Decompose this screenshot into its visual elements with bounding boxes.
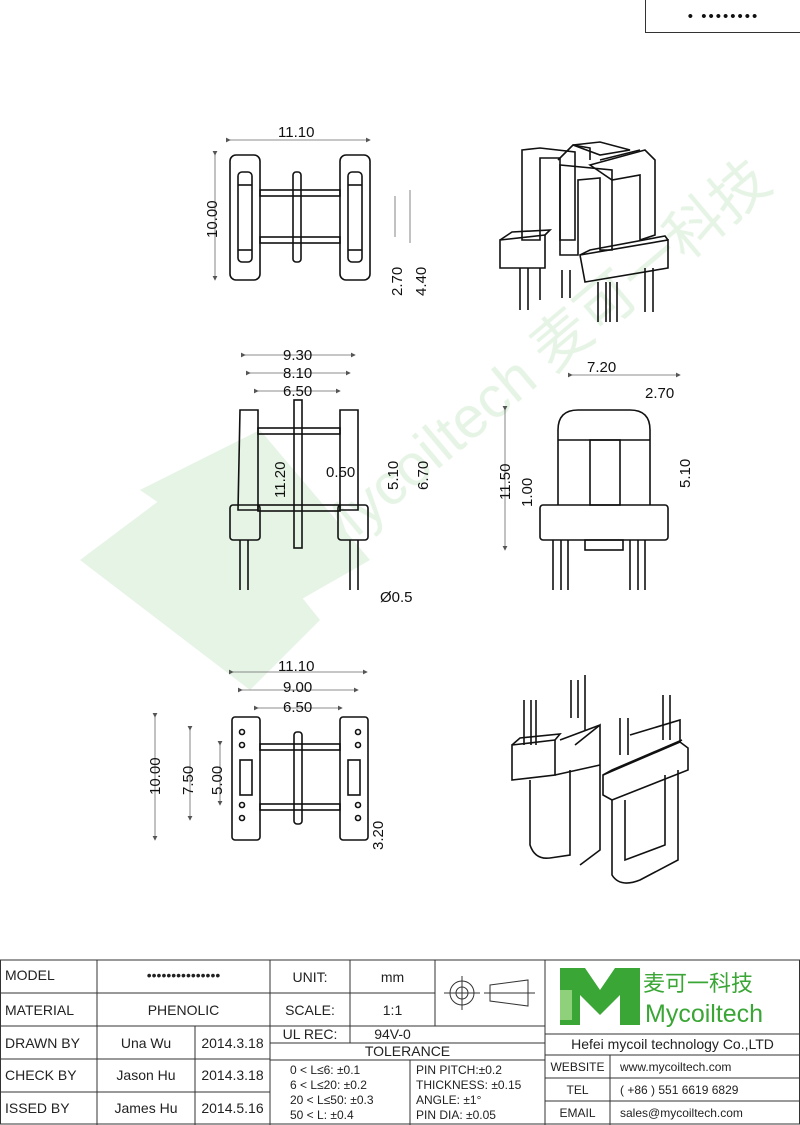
- tolerance-right-1: THICKNESS: ±0.15: [416, 1078, 522, 1092]
- dim-side-h: 5.10: [677, 459, 694, 488]
- ul-label: UL REC:: [282, 1026, 338, 1042]
- dim-front-h1: 5.10: [385, 461, 402, 490]
- dim-side-flange: 2.70: [645, 385, 674, 402]
- row-issued-date: 2014.5.16: [201, 1100, 264, 1116]
- tolerance-left-3: 50 < L: ±0.4: [290, 1108, 354, 1122]
- dim-bottom-h3: 5.00: [209, 766, 226, 795]
- bottom-view: [231, 716, 369, 841]
- front-view: [229, 399, 369, 590]
- title-block-grid: [0, 959, 800, 1125]
- dim-front-h2: 6.70: [415, 461, 432, 490]
- row-drawn-label: DRAWN BY: [5, 1035, 80, 1051]
- unit-label: UNIT:: [292, 969, 328, 985]
- row-issued-label: ISSED BY: [5, 1100, 70, 1116]
- dim-bottom-h1: 10.00: [147, 757, 164, 795]
- tolerance-left-2: 20 < L≤50: ±0.3: [290, 1093, 374, 1107]
- row-drawn-date: 2014.3.18: [201, 1035, 264, 1051]
- email-label: EMAIL: [559, 1106, 596, 1120]
- dim-front-w2: 8.10: [283, 365, 312, 382]
- document-id-tag: • ••••••••: [645, 0, 800, 33]
- company-logo: [560, 968, 640, 1025]
- row-model-value: •••••••••••••••: [146, 967, 221, 983]
- website-label: WEBSITE: [550, 1060, 605, 1074]
- row-check-label: CHECK BY: [5, 1067, 77, 1083]
- row-material-label: MATERIAL: [5, 1002, 74, 1018]
- tolerance-left-0: 0 < L≤6: ±0.1: [290, 1063, 361, 1077]
- dim-top-height: 10.00: [204, 200, 221, 238]
- ul-value: 94V-0: [374, 1026, 411, 1042]
- dim-front-height: 11.20: [272, 462, 289, 498]
- dim-top-inner-a: 2.70: [389, 267, 406, 296]
- row-material-value: PHENOLIC: [147, 1002, 220, 1018]
- tel-label: TEL: [566, 1083, 589, 1097]
- dim-top-inner-b: 4.40: [413, 267, 430, 296]
- dim-front-w3: 6.50: [283, 383, 312, 400]
- company-full-name: Hefei mycoil technology Co.,LTD: [571, 1036, 774, 1052]
- dim-front-pin: Ø0.5: [380, 589, 413, 606]
- tolerance-left-1: 6 < L≤20: ±0.2: [290, 1078, 367, 1092]
- dim-top-width: 11.10: [278, 124, 314, 141]
- dimension-lines: [152, 137, 681, 841]
- side-view: [539, 409, 669, 590]
- unit-value: mm: [380, 969, 405, 985]
- email-value[interactable]: sales@mycoiltech.com: [620, 1106, 743, 1120]
- row-model-label: MODEL: [5, 967, 55, 983]
- website-value[interactable]: www.mycoiltech.com: [620, 1060, 732, 1074]
- dimension-labels: 11.10 10.00 2.70 4.40 9.30 8.10 6.50 11.…: [147, 124, 694, 850]
- dim-side-height: 11.50: [497, 464, 514, 500]
- tel-value: ( +86 ) 551 6619 6829: [620, 1083, 739, 1097]
- row-issued-value: James Hu: [114, 1100, 178, 1116]
- dim-bottom-w2: 9.00: [283, 679, 312, 696]
- iso-view-bottom: [511, 675, 689, 884]
- tolerance-right-2: ANGLE: ±1°: [416, 1093, 482, 1107]
- scale-label: SCALE:: [285, 1002, 335, 1018]
- dim-side-width: 7.20: [587, 359, 616, 376]
- dim-bottom-h4: 3.20: [370, 821, 387, 850]
- row-drawn-value: Una Wu: [120, 1035, 172, 1051]
- dim-bottom-w3: 6.50: [283, 699, 312, 716]
- row-check-value: Jason Hu: [116, 1067, 176, 1083]
- watermark: Mycoiltech 麦可一科技: [80, 147, 783, 690]
- dim-bottom-h2: 7.50: [180, 766, 197, 795]
- tolerance-right-3: PIN DIA: ±0.05: [416, 1108, 496, 1122]
- top-view: [229, 154, 371, 281]
- dim-front-gap: 0.50: [326, 464, 355, 481]
- dim-side-base: 1.00: [519, 478, 536, 507]
- row-check-date: 2014.3.18: [201, 1067, 264, 1083]
- dim-front-w1: 9.30: [283, 347, 312, 364]
- tolerance-title: TOLERANCE: [364, 1043, 451, 1059]
- scale-value: 1:1: [382, 1002, 403, 1018]
- company-name-cn: 麦可一科技: [643, 971, 754, 996]
- dim-bottom-w1: 11.10: [278, 658, 314, 675]
- iso-view-top: [499, 141, 669, 322]
- company-brand: Mycoiltech: [645, 1000, 764, 1028]
- tolerance-right-0: PIN PITCH:±0.2: [416, 1063, 502, 1077]
